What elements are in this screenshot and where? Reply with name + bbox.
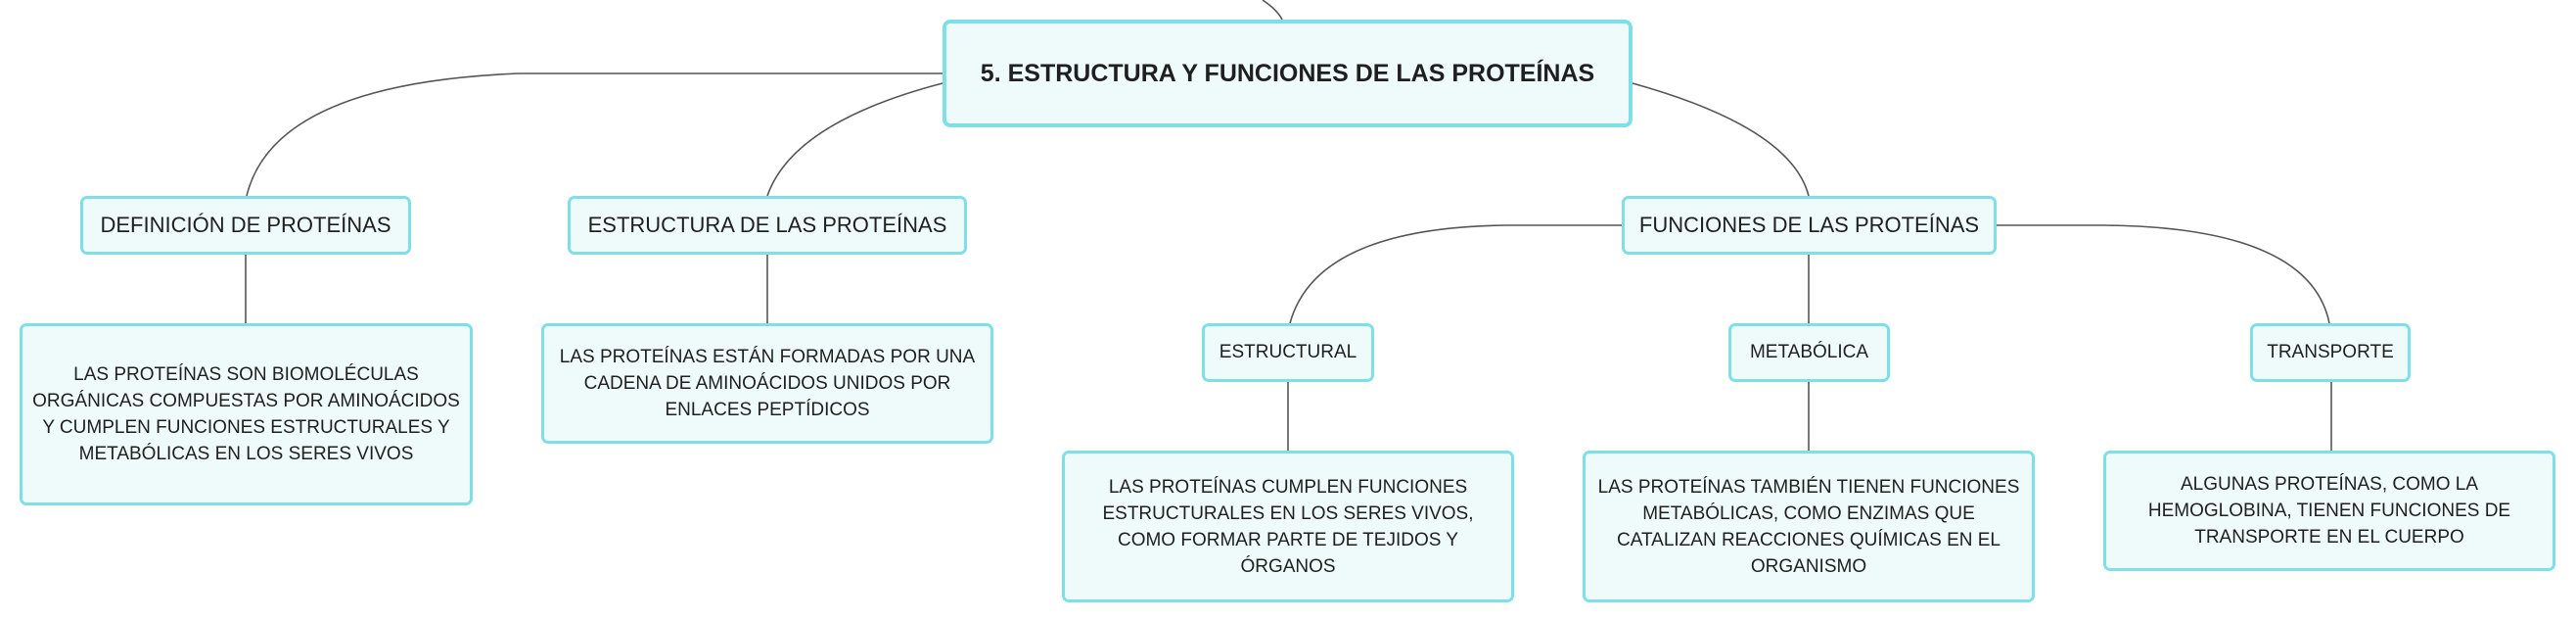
topic-definicion[interactable]: DEFINICIÓN DE PROTEÍNAS [80,196,411,255]
connector-parent-to-root [1262,0,1283,21]
detail-transporte[interactable]: ALGUNAS PROTEÍNAS, COMO LA HEMOGLOBINA, … [2103,451,2555,571]
subtopic-metabolica[interactable]: METABÓLICA [1728,323,1890,382]
root-topic[interactable]: 5. ESTRUCTURA Y FUNCIONES DE LAS PROTEÍN… [943,20,1633,127]
connector-funciones-to-transporte [1997,224,2330,324]
topic-funciones[interactable]: FUNCIONES DE LAS PROTEÍNAS [1622,196,1997,255]
detail-definicion[interactable]: LAS PROTEÍNAS SON BIOMOLÉCULAS ORGÁNICAS… [20,323,473,505]
connector-root-to-funciones [1632,82,1810,197]
connector-funciones-to-estructural [1289,224,1622,324]
topic-estructura[interactable]: ESTRUCTURA DE LAS PROTEÍNAS [568,196,967,255]
detail-estructural[interactable]: LAS PROTEÍNAS CUMPLEN FUNCIONES ESTRUCTU… [1062,451,1514,602]
detail-estructura[interactable]: LAS PROTEÍNAS ESTÁN FORMADAS POR UNA CAD… [541,323,993,444]
connector-root-to-definicion [246,72,943,197]
subtopic-transporte[interactable]: TRANSPORTE [2250,323,2411,382]
connector-root-to-estructura [766,82,943,197]
subtopic-estructural[interactable]: ESTRUCTURAL [1202,323,1374,382]
detail-metabolica[interactable]: LAS PROTEÍNAS TAMBIÉN TIENEN FUNCIONES M… [1583,451,2035,602]
